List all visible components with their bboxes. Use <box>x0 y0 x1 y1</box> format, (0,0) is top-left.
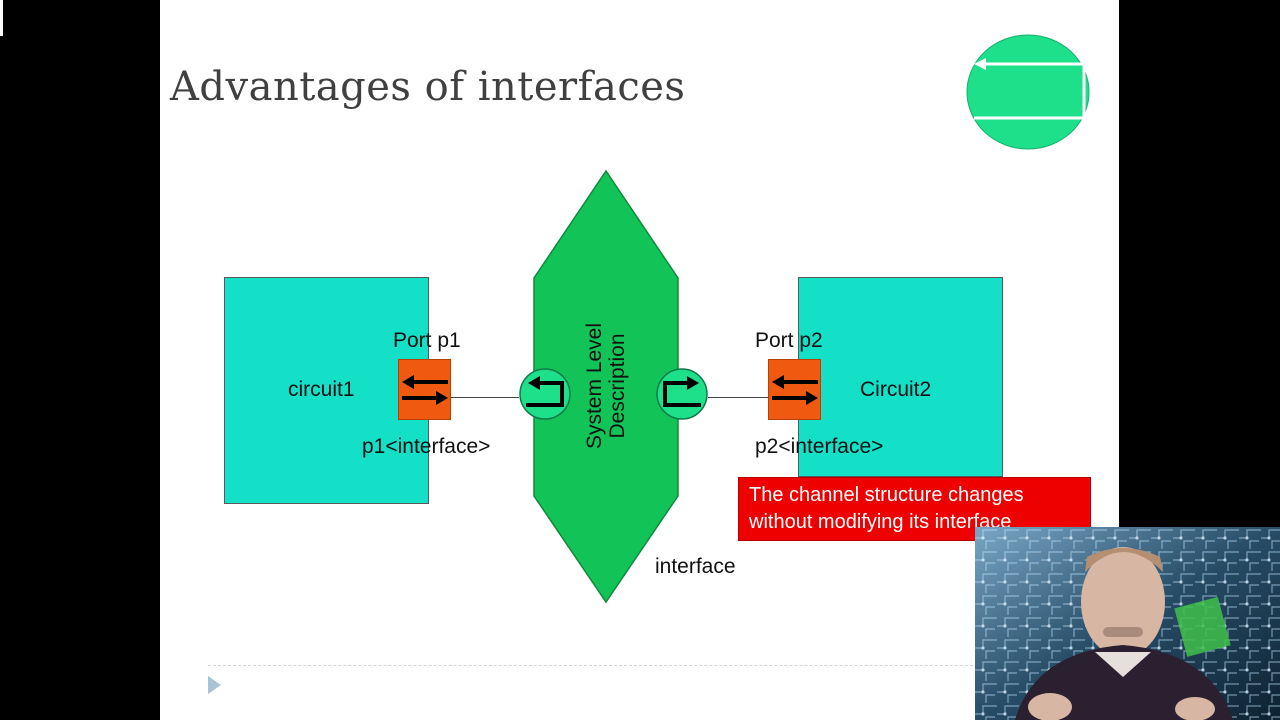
system-level-line2: Description <box>606 333 629 439</box>
slide-canvas: Advantages of interfaces circuit1 Circui… <box>160 0 1119 720</box>
return-arrow-icon[interactable] <box>966 34 1090 150</box>
system-level-text: System Level Description <box>583 323 629 449</box>
slide-title: Advantages of interfaces <box>170 64 686 110</box>
system-level-line1: System Level <box>583 322 606 450</box>
system-level-channel <box>533 169 679 604</box>
play-triangle-icon[interactable] <box>208 676 221 694</box>
port-p2-label: Port p2 <box>755 329 823 352</box>
interface-label: interface <box>655 555 736 578</box>
p1-interface-label: p1<interface> <box>362 435 491 458</box>
port-p2 <box>768 359 821 420</box>
presenter-video <box>975 527 1280 720</box>
interface-node-left-icon <box>519 368 571 420</box>
circuit2-box <box>798 277 1003 477</box>
bidirectional-arrows-icon <box>402 375 448 405</box>
circuit-background-image <box>975 527 1280 720</box>
circuit1-label: circuit1 <box>288 378 355 401</box>
p2-interface-label: p2<interface> <box>755 435 884 458</box>
circuit1-box <box>224 277 429 504</box>
port-p1 <box>398 359 451 420</box>
window-edge-marker <box>0 0 3 36</box>
connector-line-left <box>451 397 519 398</box>
footer-divider <box>208 665 1028 666</box>
connector-line-right <box>708 397 768 398</box>
circuit2-label: Circuit2 <box>860 378 932 401</box>
port-p1-label: Port p1 <box>393 329 461 352</box>
interface-node-right-icon <box>656 368 708 420</box>
bidirectional-arrows-icon <box>772 375 818 405</box>
